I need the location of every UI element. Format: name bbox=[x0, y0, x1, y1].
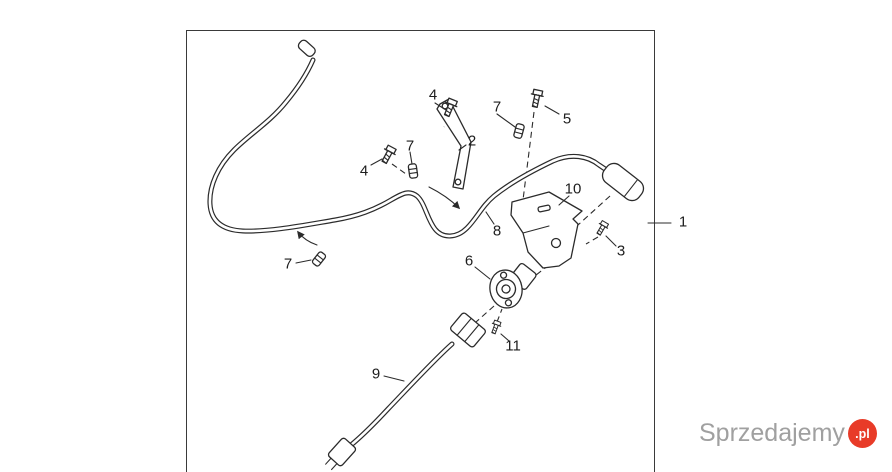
callout-6: 6 bbox=[464, 252, 474, 270]
callout-5: 5 bbox=[562, 110, 572, 128]
mounting-bracket bbox=[510, 191, 583, 269]
assembly-dashed-lines bbox=[391, 111, 611, 323]
callout-3: 3 bbox=[616, 242, 626, 260]
callout-2: 2 bbox=[467, 132, 477, 150]
callout-4a: 4 bbox=[428, 86, 438, 104]
cable-clip bbox=[310, 250, 328, 268]
diagram-frame bbox=[186, 30, 655, 472]
callout-7b: 7 bbox=[405, 137, 415, 155]
socket-connector bbox=[489, 262, 537, 309]
callout-7c: 7 bbox=[283, 255, 293, 273]
callout-10: 10 bbox=[564, 180, 582, 198]
watermark: Sprzedajemy .pl bbox=[699, 419, 877, 448]
callout-1: 1 bbox=[678, 213, 688, 231]
cable-clip bbox=[407, 162, 419, 180]
bolt bbox=[528, 88, 545, 109]
strap-bracket bbox=[436, 98, 472, 190]
watermark-text: Sprzedajemy bbox=[699, 419, 845, 447]
callout-7a: 7 bbox=[492, 98, 502, 116]
bolt bbox=[593, 219, 611, 238]
cable-clip bbox=[512, 122, 526, 140]
install-arrow bbox=[297, 230, 318, 246]
main-harness-cable bbox=[207, 57, 608, 239]
watermark-tld-badge: .pl bbox=[847, 419, 877, 448]
power-cable bbox=[325, 312, 486, 471]
callout-11: 11 bbox=[505, 337, 521, 355]
bolt bbox=[378, 143, 399, 166]
electrical-plug bbox=[325, 437, 357, 471]
callout-9: 9 bbox=[371, 365, 381, 383]
bolt bbox=[488, 319, 503, 336]
cylindrical-connector bbox=[601, 162, 645, 202]
callout-leader-lines bbox=[295, 102, 672, 382]
callout-8: 8 bbox=[492, 222, 502, 240]
install-arrow bbox=[428, 186, 461, 210]
cable-tip-connector bbox=[297, 39, 316, 58]
callout-4b: 4 bbox=[359, 162, 369, 180]
